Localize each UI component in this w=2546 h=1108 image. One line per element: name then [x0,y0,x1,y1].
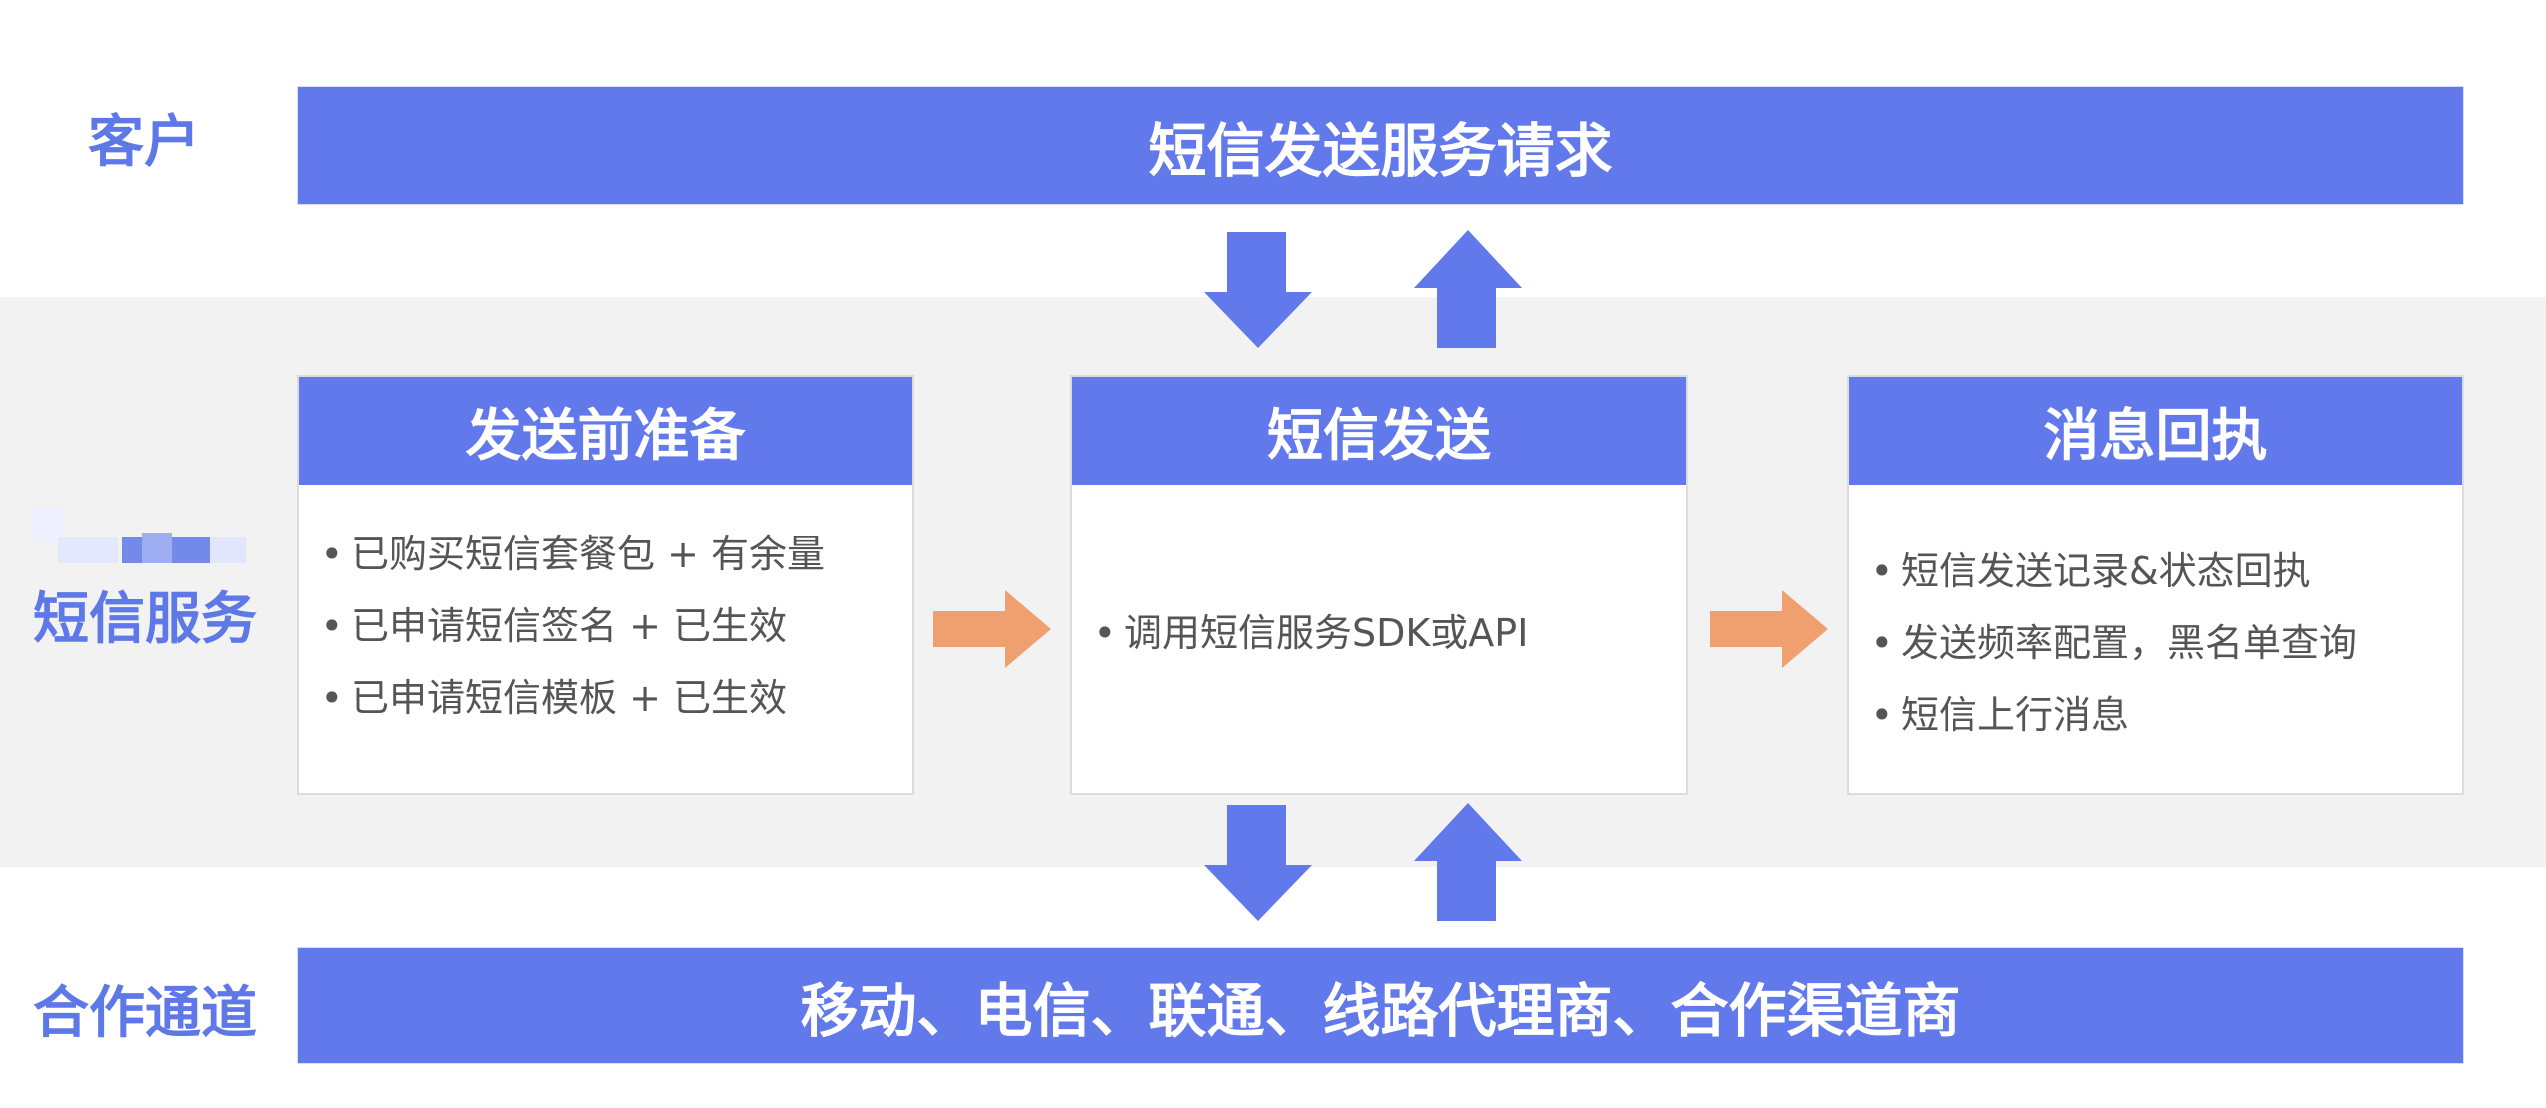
blurred-logo [30,505,250,565]
down-arrow-icon [1204,805,1312,921]
card-sms-send-title: 短信发送 [1072,377,1686,485]
row-label-service: 短信服务 [33,587,257,652]
row-label-channel: 合作通道 [33,981,257,1046]
right-arrow-icon [1710,590,1828,668]
card-preparation-list: 已购买短信套餐包 + 有余量 已申请短信签名 + 已生效 已申请短信模板 + 已… [299,535,912,717]
up-arrow-icon [1414,230,1522,348]
channel-providers-text: 移动、电信、联通、线路代理商、合作渠道商 [800,976,1961,1045]
right-arrow-icon [933,590,1051,668]
row-label-customer: 客户 [88,110,200,175]
card-receipt: 消息回执 短信发送记录&状态回执 发送频率配置，黑名单查询 短信上行消息 [1847,375,2464,795]
service-request-bar: 短信发送服务请求 [297,86,2464,205]
list-item: 短信上行消息 [1849,696,2462,734]
up-arrow-icon [1414,803,1522,921]
card-sms-send: 短信发送 调用短信服务SDK或API [1070,375,1688,795]
card-receipt-list: 短信发送记录&状态回执 发送频率配置，黑名单查询 短信上行消息 [1849,552,2462,734]
card-sms-send-list: 调用短信服务SDK或API [1072,614,1686,652]
card-preparation: 发送前准备 已购买短信套餐包 + 有余量 已申请短信签名 + 已生效 已申请短信… [297,375,914,795]
card-receipt-title: 消息回执 [1849,377,2462,485]
list-item: 发送频率配置，黑名单查询 [1849,624,2462,662]
list-item: 短信发送记录&状态回执 [1849,552,2462,590]
card-preparation-title: 发送前准备 [299,377,912,485]
list-item: 已购买短信套餐包 + 有余量 [299,535,912,573]
down-arrow-icon [1204,232,1312,348]
service-request-text: 短信发送服务请求 [1148,116,1613,185]
list-item: 已申请短信模板 + 已生效 [299,679,912,717]
list-item: 调用短信服务SDK或API [1072,614,1686,652]
list-item: 已申请短信签名 + 已生效 [299,607,912,645]
channel-providers-bar: 移动、电信、联通、线路代理商、合作渠道商 [297,947,2464,1064]
